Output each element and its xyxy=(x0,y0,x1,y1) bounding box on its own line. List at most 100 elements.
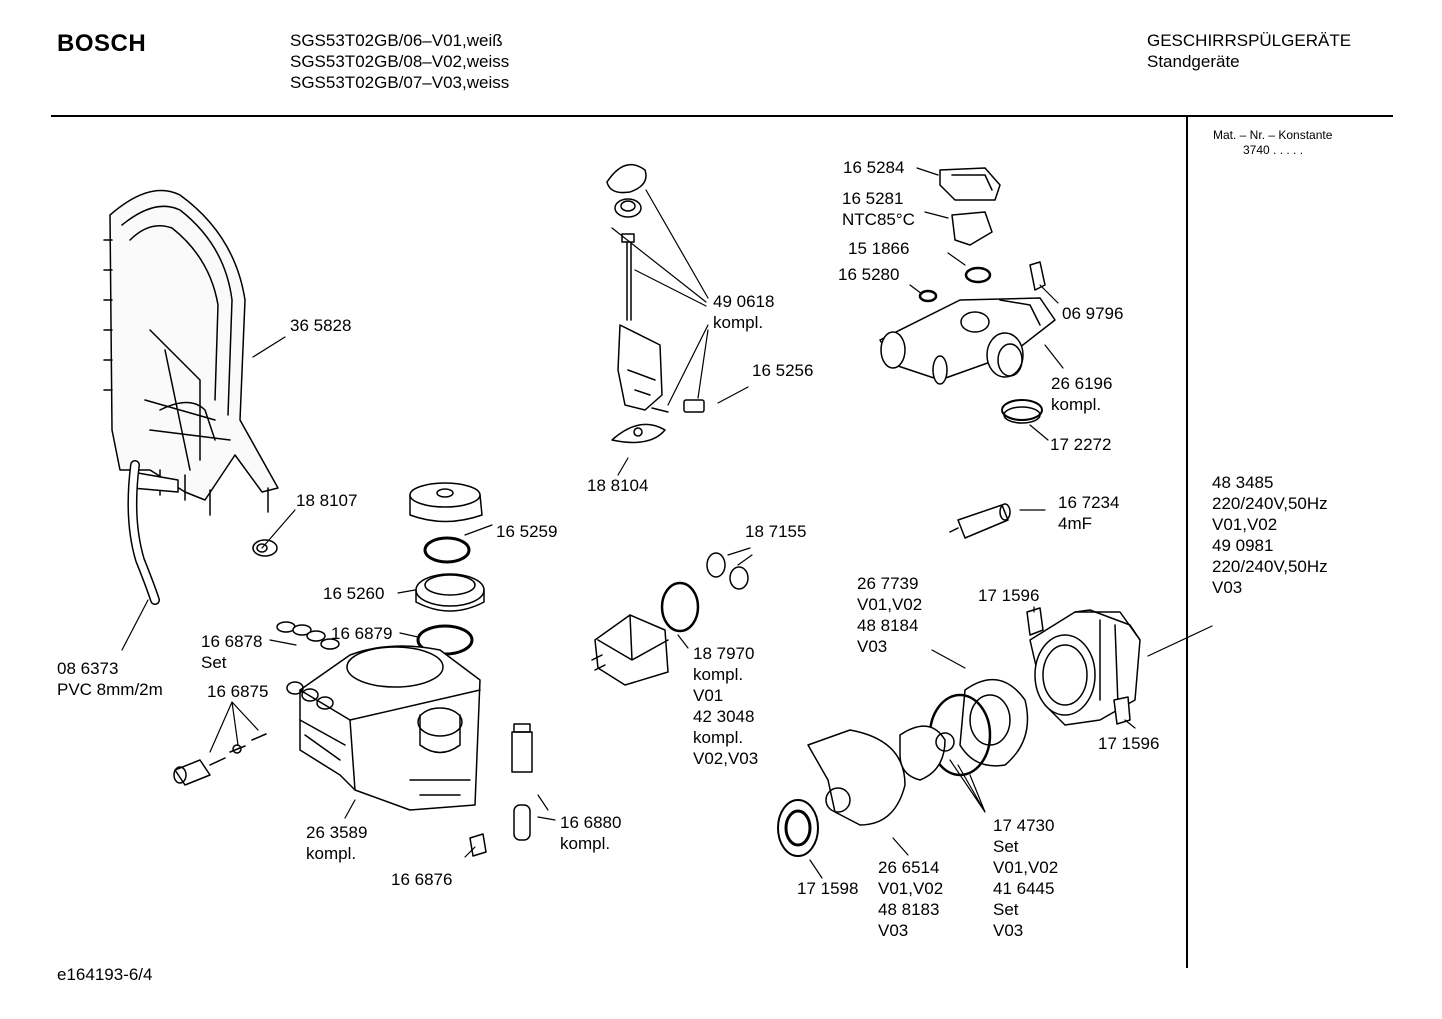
part-note: kompl. xyxy=(1051,395,1102,414)
model-line: SGS53T02GB/08–V02,weiss xyxy=(290,52,510,71)
part-number: 17 1596 xyxy=(1098,734,1160,753)
valve-part xyxy=(173,733,267,786)
part-number: 16 6878 xyxy=(201,632,263,651)
category-title: GESCHIRRSPÜLGERÄTE xyxy=(1147,31,1352,50)
part-number: 16 6876 xyxy=(391,870,453,889)
part-note: V02,V03 xyxy=(693,749,759,768)
part-note: 4mF xyxy=(1058,514,1092,533)
side-note-line: 48 3485 xyxy=(1212,473,1274,492)
side-divider xyxy=(1186,116,1188,968)
header-divider xyxy=(51,115,1393,117)
cap-set xyxy=(276,621,340,650)
part-label-18-7970: 18 7970 kompl. V01 42 3048 kompl. V02,V0… xyxy=(693,643,758,769)
part-number: 16 5256 xyxy=(752,361,814,380)
part-number: 15 1866 xyxy=(848,239,910,258)
part-label-16-5259: 16 5259 xyxy=(496,521,557,542)
part-number: 16 7234 xyxy=(1058,493,1120,512)
part-number: 48 8184 xyxy=(857,616,919,635)
part-note: NTC85°C xyxy=(842,210,915,229)
mat-nr-value: 3740 . . . . . xyxy=(1243,143,1304,157)
heat-exchanger-frame xyxy=(103,189,279,516)
part-label-18-8107: 18 8107 xyxy=(296,490,357,511)
brand-logo: BOSCH xyxy=(57,30,147,57)
part-number: 16 5280 xyxy=(838,265,900,284)
float-part xyxy=(511,723,533,841)
part-label-16-6875: 16 6875 xyxy=(207,681,268,702)
side-note-line: 220/240V,50Hz xyxy=(1212,557,1328,576)
part-number: 17 1598 xyxy=(797,879,859,898)
part-number: 08 6373 xyxy=(57,659,119,678)
part-number: 26 6196 xyxy=(1051,374,1113,393)
part-note: Set xyxy=(201,653,227,672)
part-number: 17 2272 xyxy=(1050,435,1112,454)
part-label-16-5280: 16 5280 xyxy=(838,264,899,285)
part-number: 16 5259 xyxy=(496,522,558,541)
clip-part xyxy=(252,539,278,557)
part-label-16-6879: 16 6879 xyxy=(331,623,392,644)
regeneration-cap xyxy=(409,482,483,523)
part-note: PVC 8mm/2m xyxy=(57,680,163,699)
part-label-15-1866: 15 1866 xyxy=(848,238,909,259)
part-label-17-1596: 17 1596 xyxy=(978,585,1039,606)
seal-ring xyxy=(423,536,471,564)
part-note: V03 xyxy=(857,637,888,656)
part-label-26-6514: 26 6514 V01,V02 48 8183 V03 xyxy=(878,857,943,941)
part-note: Set xyxy=(993,837,1019,856)
pump-impeller-group xyxy=(777,678,1029,857)
part-number: 17 4730 xyxy=(993,816,1055,835)
part-number: 17 1596 xyxy=(978,586,1040,605)
part-label-26-6196: 26 6196 kompl. xyxy=(1051,373,1112,415)
part-number: 18 7155 xyxy=(745,522,807,541)
part-note: V03 xyxy=(993,921,1024,940)
diverter-valve xyxy=(591,614,669,686)
part-number: 16 5260 xyxy=(323,584,385,603)
part-note: V01,V02 xyxy=(878,879,944,898)
part-number: 36 5828 xyxy=(290,316,352,335)
part-label-16-6880: 16 6880 kompl. xyxy=(560,812,621,854)
check-valve xyxy=(706,552,749,590)
side-note-line: 49 0981 xyxy=(1212,536,1274,555)
part-number: 41 6445 xyxy=(993,879,1055,898)
part-number: 16 6879 xyxy=(331,624,393,643)
small-clip xyxy=(469,833,487,857)
part-label-18-8104: 18 8104 xyxy=(587,475,648,496)
mat-nr-box: Mat. – Nr. – Konstante 3740 . . . . . xyxy=(1213,128,1332,158)
side-note: 48 3485 220/240V,50Hz V01,V02 49 0981 22… xyxy=(1212,472,1328,598)
part-label-26-3589: 26 3589 kompl. xyxy=(306,822,367,864)
part-label-17-1596: 17 1596 xyxy=(1098,733,1159,754)
part-note: kompl. xyxy=(306,844,357,863)
part-label-08-6373: 08 6373 PVC 8mm/2m xyxy=(57,658,163,700)
part-label-18-7155: 18 7155 xyxy=(745,521,806,542)
part-note: V01,V02 xyxy=(993,858,1059,877)
model-list: SGS53T02GB/06–V01,weiß SGS53T02GB/08–V02… xyxy=(290,30,509,93)
category-subtitle: Standgeräte xyxy=(1147,52,1240,71)
side-note-line: V03 xyxy=(1212,578,1243,597)
capacitor xyxy=(949,503,1011,539)
document-id: e164193-6/4 xyxy=(57,965,153,984)
part-label-16-7234: 16 7234 4mF xyxy=(1058,492,1119,534)
part-label-16-6876: 16 6876 xyxy=(391,869,452,890)
part-label-36-5828: 36 5828 xyxy=(290,315,351,336)
part-number: 16 6875 xyxy=(207,682,269,701)
part-label-16-5256: 16 5256 xyxy=(752,360,813,381)
part-number: 18 8107 xyxy=(296,491,358,510)
side-note-line: 220/240V,50Hz xyxy=(1212,494,1328,513)
part-label-16-5284: 16 5284 xyxy=(843,157,904,178)
part-note: kompl. xyxy=(560,834,611,853)
part-note: kompl. xyxy=(693,728,744,747)
model-line: SGS53T02GB/06–V01,weiß xyxy=(290,31,503,50)
part-label-17-4730: 17 4730 Set V01,V02 41 6445 Set V03 xyxy=(993,815,1058,941)
part-number: 06 9796 xyxy=(1062,304,1124,323)
part-number: 48 8183 xyxy=(878,900,940,919)
part-label-17-1598: 17 1598 xyxy=(797,878,858,899)
leader-lines xyxy=(121,167,1213,879)
part-note: kompl. xyxy=(713,313,764,332)
part-label-06-9796: 06 9796 xyxy=(1062,303,1123,324)
part-number: 49 0618 xyxy=(713,292,775,311)
part-number: 26 6514 xyxy=(878,858,940,877)
part-number: 18 7970 xyxy=(693,644,755,663)
category-block: GESCHIRRSPÜLGERÄTE Standgeräte xyxy=(1147,30,1351,72)
part-note: kompl. xyxy=(693,665,744,684)
mat-nr-label: Mat. – Nr. – Konstante xyxy=(1213,128,1333,142)
